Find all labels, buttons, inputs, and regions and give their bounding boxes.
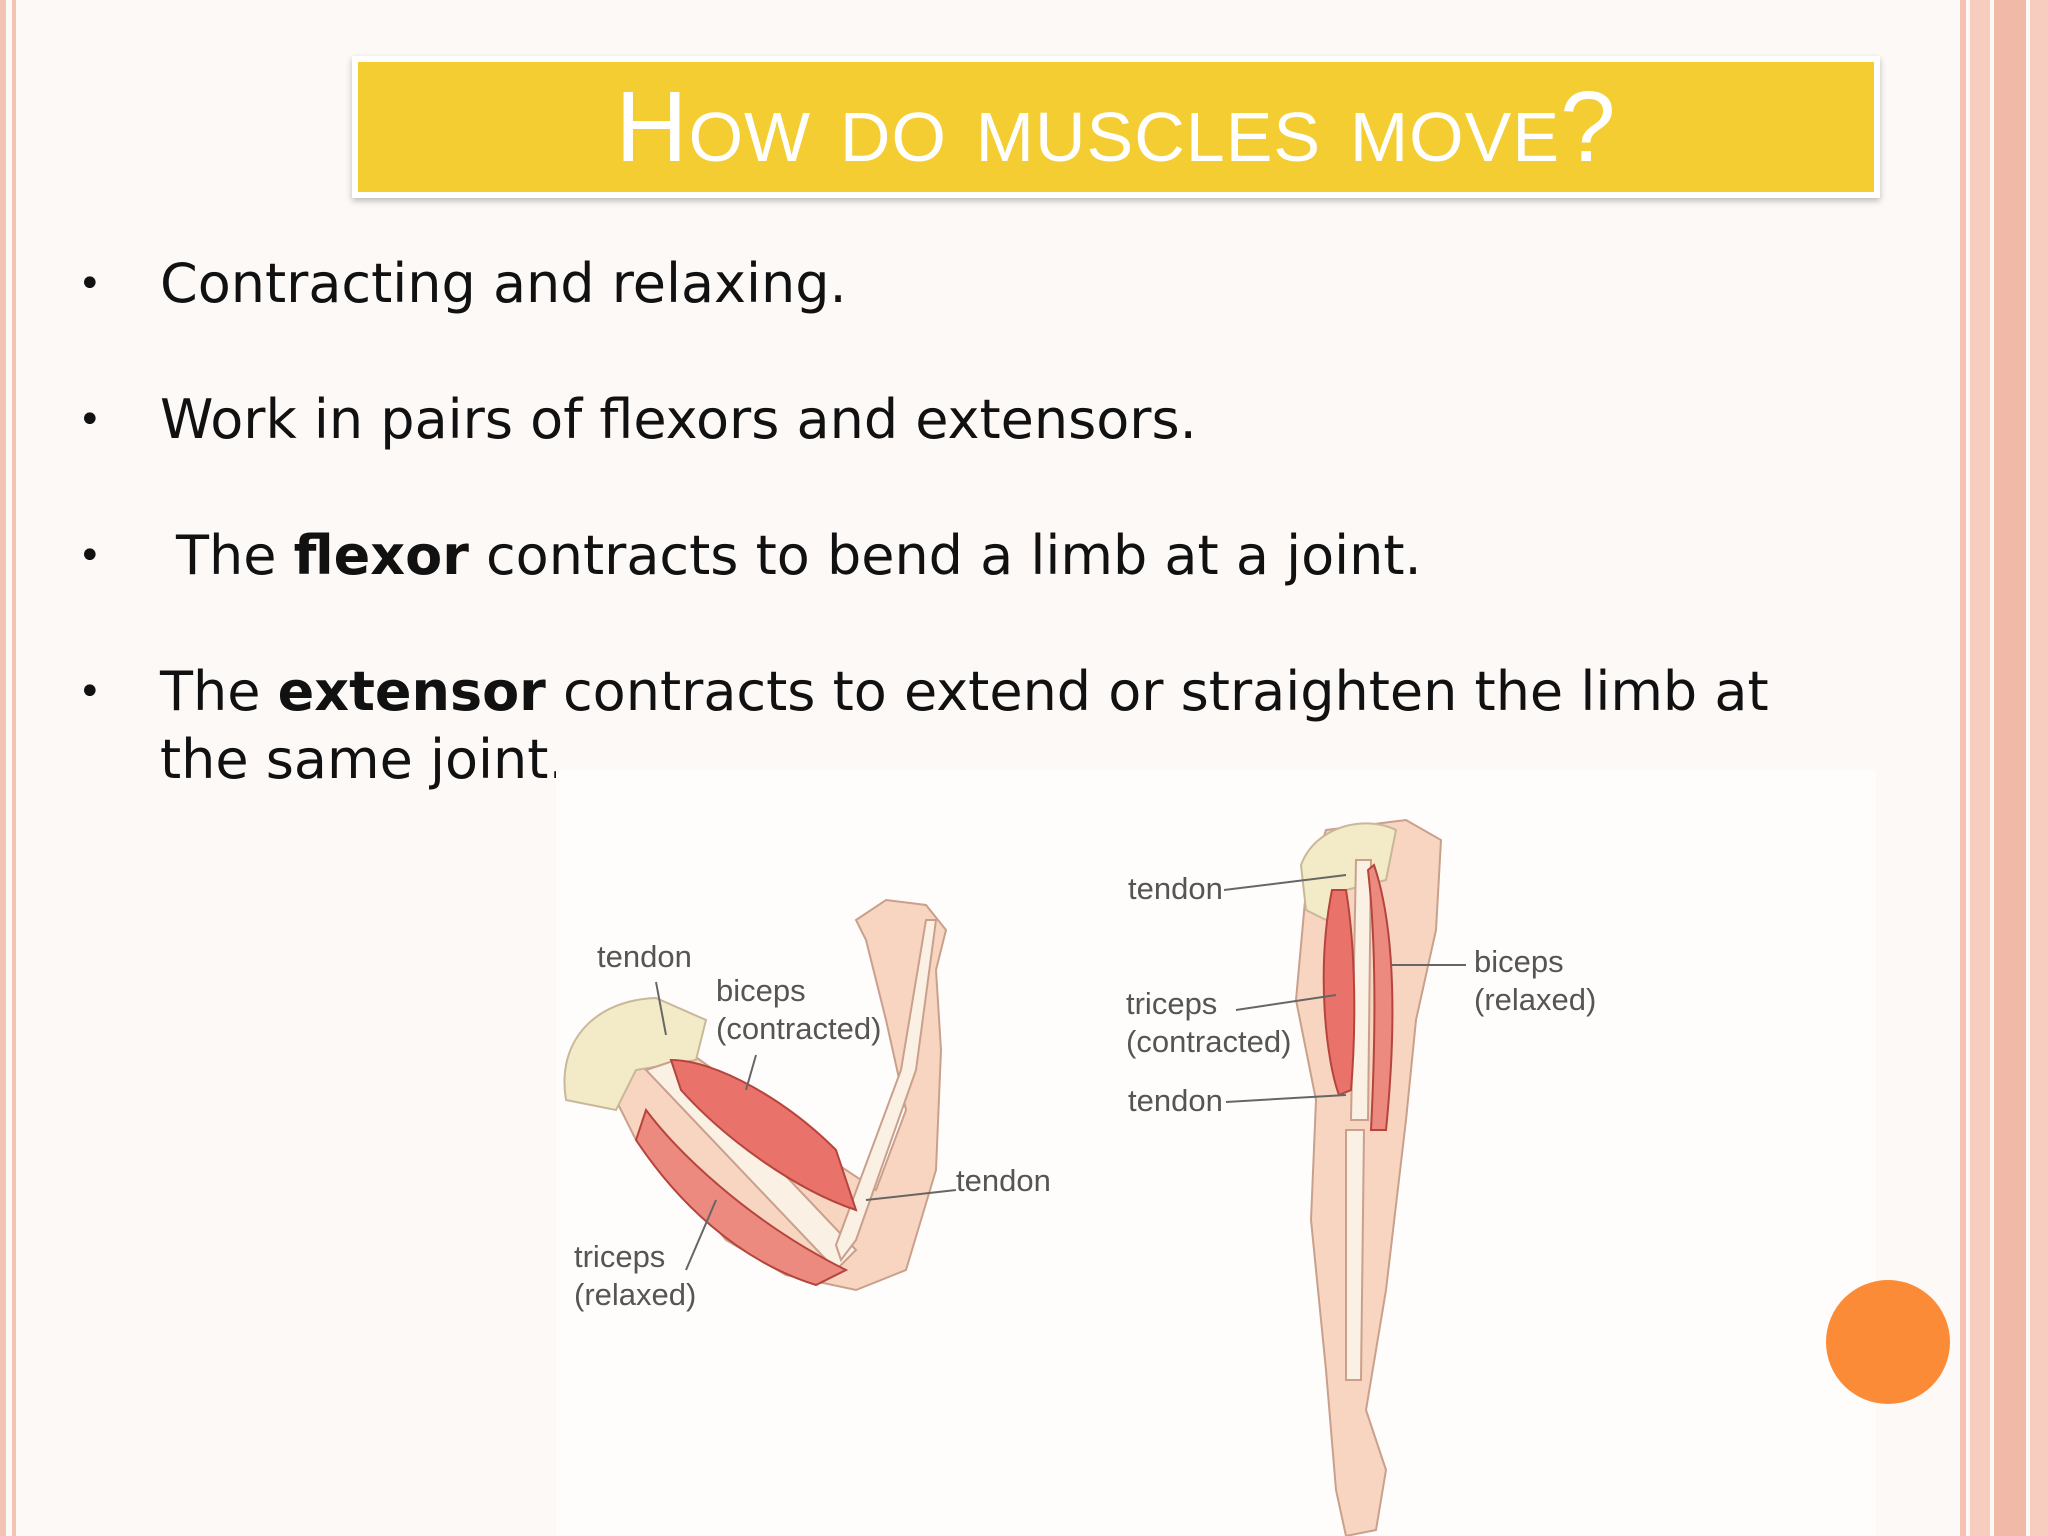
bullet-text: The — [176, 524, 294, 587]
biceps-name: biceps — [1474, 944, 1564, 979]
bent-arm-elbow-tendon-label: tendon — [956, 1163, 1051, 1198]
bullet-icon: • — [78, 261, 102, 307]
bullet-list: • Contracting and relaxing. • Work in pa… — [78, 250, 1778, 794]
bullet-item: • Work in pairs of flexors and extensors… — [78, 386, 1778, 454]
bullet-item: • Contracting and relaxing. — [78, 250, 1778, 318]
bullet-item: • The extensor contracts to extend or st… — [78, 658, 1778, 794]
arm-muscles-figure: tendon biceps (contracted) tendon tricep… — [556, 770, 1876, 1536]
biceps-state: (relaxed) — [1474, 982, 1597, 1017]
bullet-text: Work in pairs of flexors and extensors. — [160, 388, 1197, 451]
straight-arm-tendon-label: tendon — [1128, 871, 1223, 906]
straight-arm-triceps-label: triceps (contracted) — [1126, 985, 1291, 1061]
bullet-text: Contracting and relaxing. — [160, 252, 847, 315]
bullet-bold-term: extensor — [277, 660, 546, 723]
decorative-orange-circle — [1826, 1280, 1950, 1404]
biceps-state: (contracted) — [716, 1011, 882, 1046]
bent-arm-biceps-label: biceps (contracted) — [716, 972, 881, 1048]
bullet-icon: • — [78, 669, 102, 715]
title-banner: How do muscles move? — [352, 56, 1880, 198]
bullet-text: contracts to bend a limb at a joint. — [468, 524, 1422, 587]
arm-illustration — [563, 818, 1466, 1536]
bullet-text: The — [160, 660, 278, 723]
left-border-stripes — [0, 0, 22, 1536]
bent-arm-triceps-label: triceps (relaxed) — [574, 1238, 696, 1314]
bent-arm-tendon-label: tendon — [597, 939, 692, 974]
bullet-icon: • — [78, 533, 102, 579]
straight-arm-drawing — [1223, 818, 1466, 1536]
straight-arm-lower-tendon-label: tendon — [1128, 1083, 1223, 1118]
bullet-bold-term: flexor — [293, 524, 469, 587]
bent-arm-drawing — [563, 898, 957, 1292]
triceps-state: (relaxed) — [574, 1277, 697, 1312]
triceps-state: (contracted) — [1126, 1024, 1292, 1059]
right-border-stripes — [1960, 0, 2048, 1536]
bullet-icon: • — [78, 397, 102, 443]
biceps-name: biceps — [716, 973, 806, 1008]
straight-arm-biceps-label: biceps (relaxed) — [1474, 943, 1596, 1019]
bullet-item: • The flexor contracts to bend a limb at… — [78, 522, 1778, 590]
triceps-name: triceps — [1126, 986, 1218, 1021]
bullet-text: contracts to extend or straighten the li… — [160, 660, 1769, 791]
triceps-name: triceps — [574, 1239, 666, 1274]
slide-title: How do muscles move? — [615, 71, 1617, 183]
